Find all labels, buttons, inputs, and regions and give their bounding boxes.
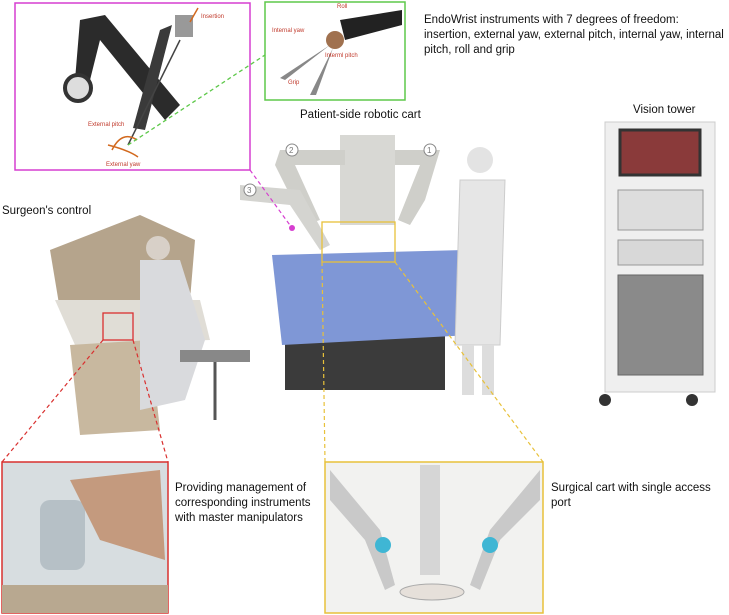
assistant-figure [454,147,506,395]
motion-arrows [107,135,139,158]
arm-joint [63,73,93,103]
label-external-yaw: External yaw [106,162,141,168]
port-detail-panel [324,461,544,614]
label-internal-yaw: Internal yaw [272,28,305,34]
cart-base [285,335,445,390]
label-roll: Roll [337,4,347,10]
caption-surgical-cart: Surgical cart with single access port [551,482,711,509]
surgeon-hand [70,470,165,560]
label-grip: Grip [288,80,300,86]
tower-cabinet [617,274,704,376]
cart-arm-2 [275,150,345,225]
label-external-pitch: External pitch [88,122,124,128]
instrument-head [175,15,193,37]
arm-number-3: 3 [247,186,252,195]
label-internal-pitch: Interml pitch [325,53,358,59]
patient-cart: 2 1 3 [240,135,472,390]
green-connector [127,54,266,146]
tower-monitor [618,128,702,177]
surgeon-figure [140,260,205,410]
vision-tower [599,121,716,406]
instrument-shaft [340,10,402,40]
instrument-carriage [133,25,172,130]
grip-jaws [280,45,333,95]
wrist-detail-panel: Roll Internal yaw Interml pitch Grip [264,1,406,101]
caption-patient-cart: Patient-side robotic cart [300,109,421,121]
caption-endowrist: EndoWrist instruments with 7 degrees of … [424,14,724,56]
console-base [70,340,160,435]
manipulator-detail-panel [1,461,169,614]
wrist-joint [326,31,344,49]
single-access-port [399,583,465,601]
insertion-arrow [189,7,199,23]
caption-surgeon-control: Surgeon's control [2,205,92,217]
cart-arm-1 [395,150,440,225]
label-insertion: Insertion [201,14,224,20]
cart-arm-3 [240,185,330,250]
arm-number-1: 1 [427,146,432,155]
arm-number-2: 2 [289,146,294,155]
caption-vision-tower: Vision tower [633,104,696,116]
caption-manipulators: Providing management of corresponding in… [175,482,311,524]
surgeon-console [50,215,250,435]
hand-highlight-box [102,312,134,341]
arm-detail-panel: Insertion External pitch External yaw [14,2,251,171]
magenta-connector [249,169,293,229]
port-highlight-box [321,221,396,263]
sterile-drape [272,250,472,345]
